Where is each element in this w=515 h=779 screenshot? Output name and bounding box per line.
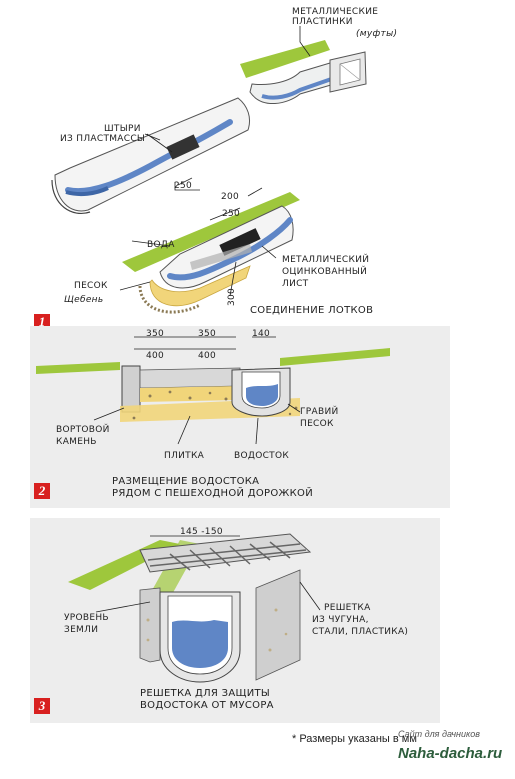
label-sand: ПЕСОК <box>74 281 108 291</box>
panel-2-diagram: 350 400 350 400 140 ВОРТОВОЙ КАМЕНЬ ГРАВ… <box>30 326 450 508</box>
watermark-logo: Naha-dacha.ru <box>398 745 503 762</box>
panel-2-labels: 350 400 350 400 140 ВОРТОВОЙ КАМЕНЬ ГРАВ… <box>56 329 339 499</box>
panel-1-diagram: МЕТАЛЛИЧЕСКИЕ ПЛАСТИНКИ (муфты) ШТЫРИ ИЗ… <box>51 7 397 316</box>
gutter-lower <box>122 192 300 314</box>
label-dim-145: 145 -150 <box>180 527 223 537</box>
label-metal-plates-1: МЕТАЛЛИЧЕСКИЕ <box>292 7 378 17</box>
label-plastic-pins-2: ИЗ ПЛАСТМАССЫ <box>60 134 145 144</box>
label-grate-3: СТАЛИ, ПЛАСТИКА) <box>312 627 408 637</box>
label-grate-1: РЕШЕТКА <box>324 603 371 613</box>
label-dim-250: 250 <box>174 181 192 191</box>
label-dim-300: 300 <box>227 288 237 306</box>
label-d400a: 400 <box>146 351 164 361</box>
panel-2-caption-2: РЯДОМ С ПЕШЕХОДНОЙ ДОРОЖКОЙ <box>112 486 313 499</box>
callout-lines-2 <box>93 336 301 445</box>
label-dim-200: 200 <box>221 192 239 202</box>
footnote-units: * Размеры указаны в мм <box>292 733 417 745</box>
label-water: ВОДА <box>147 240 175 250</box>
panel-2-number-badge: 2 <box>34 483 50 499</box>
label-couplings: (муфты) <box>356 29 397 39</box>
panel-3-number-badge: 3 <box>34 698 50 714</box>
cross-section-drainage <box>36 348 390 422</box>
label-d140: 140 <box>252 329 270 339</box>
label-sheet-3: ЛИСТ <box>282 279 309 289</box>
watermark-tagline: Сайт для дачников <box>398 729 480 739</box>
label-d350b: 350 <box>198 329 216 339</box>
label-drain: ВОДОСТОК <box>234 451 289 461</box>
panel-1-caption: СОЕДИНЕНИЕ ЛОТКОВ <box>250 305 373 316</box>
label-curb-2: КАМЕНЬ <box>56 437 97 447</box>
label-plastic-pins-1: ШТЫРИ <box>104 124 141 134</box>
label-curb-1: ВОРТОВОЙ <box>56 423 110 435</box>
callout-lines <box>119 26 311 297</box>
label-gravel-2: ГРАВИЙ <box>300 405 339 417</box>
label-ground-1: УРОВЕНЬ <box>64 613 109 623</box>
label-ground-2: ЗЕМЛИ <box>64 625 98 635</box>
panel-3-labels: 145 -150 УРОВЕНЬ ЗЕМЛИ РЕШЕТКА ИЗ ЧУГУНА… <box>64 527 408 711</box>
panel-3-diagram: 145 -150 УРОВЕНЬ ЗЕМЛИ РЕШЕТКА ИЗ ЧУГУНА… <box>30 518 440 723</box>
panel-1-labels: МЕТАЛЛИЧЕСКИЕ ПЛАСТИНКИ (муфты) ШТЫРИ ИЗ… <box>60 7 397 316</box>
panel-2-caption-1: РАЗМЕЩЕНИЕ ВОДОСТОКА <box>112 476 259 487</box>
grated-drain <box>68 533 312 683</box>
gutter-upper <box>51 97 251 214</box>
label-metal-plates-2: ПЛАСТИНКИ <box>292 17 353 27</box>
label-sheet-1: МЕТАЛЛИЧЕСКИЙ <box>282 253 369 265</box>
callout-lines-3 <box>95 535 321 613</box>
label-d350a: 350 <box>146 329 164 339</box>
panel-3-caption-1: РЕШЕТКА ДЛЯ ЗАЩИТЫ <box>140 688 270 699</box>
label-d400b: 400 <box>198 351 216 361</box>
label-sheet-2: ОЦИНКОВАННЫЙ <box>282 265 367 277</box>
label-gravel: Щебень <box>64 295 103 305</box>
gutter-end-piece <box>240 40 367 104</box>
label-tile: ПЛИТКА <box>164 451 205 461</box>
label-sand-2: ПЕСОК <box>300 419 334 429</box>
label-dim-250b: 250 <box>222 209 240 219</box>
panel-3-caption-2: ВОДОСТОКА ОТ МУСОРА <box>140 700 274 711</box>
label-grate-2: ИЗ ЧУГУНА, <box>312 615 369 625</box>
